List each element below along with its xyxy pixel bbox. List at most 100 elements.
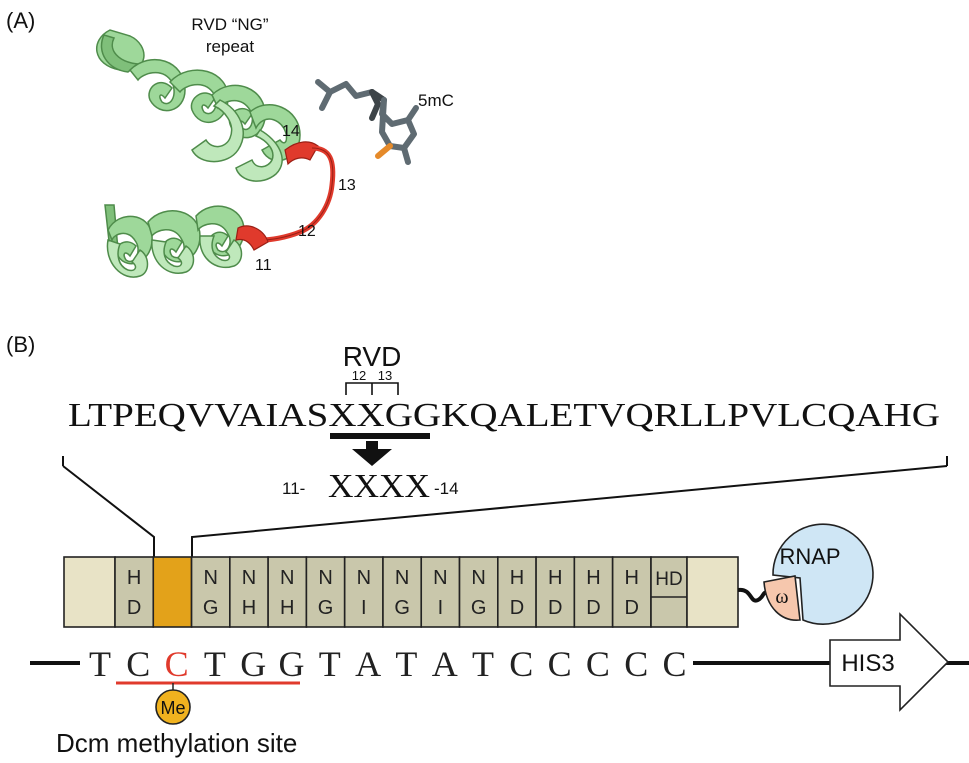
half-repeat-label: HD	[655, 569, 682, 590]
dna-base-methylated: C	[165, 644, 189, 684]
sequence-before: LTPEQVVAIAS	[68, 397, 328, 434]
repeat-column	[305, 556, 346, 628]
rvd-residue-bottom: G	[318, 597, 334, 619]
rvd-residue-top: H	[548, 567, 562, 589]
rvd-residue-bottom: G	[394, 597, 410, 619]
methyl-badge-label: Me	[160, 698, 185, 718]
dna-base: G	[279, 644, 305, 684]
panel-a-label: (A)	[6, 8, 35, 33]
rvd-residue-bottom: H	[280, 597, 294, 619]
dna-base: A	[432, 644, 458, 684]
rvd-loop-end	[235, 225, 269, 251]
dcm-site-label: Dcm methylation site	[56, 728, 297, 758]
repeat-column	[496, 556, 537, 628]
dna-base: C	[624, 644, 648, 684]
repeat-column	[611, 556, 652, 628]
half-repeat	[650, 556, 688, 628]
rvd-position-13: 13	[378, 368, 392, 383]
dna-base: C	[548, 644, 572, 684]
repeat-column	[267, 556, 308, 628]
residue-11-label: 11	[255, 257, 272, 274]
rvd-residue-top: H	[127, 567, 141, 589]
residue-13-label: 13	[338, 177, 356, 194]
ligand-5mc	[315, 79, 419, 165]
rvd-residue-top: N	[357, 567, 371, 589]
omega-subunit	[763, 575, 801, 621]
rvd-residue-bottom: H	[242, 597, 256, 619]
rvd-residue-top: H	[625, 567, 639, 589]
repeat-label-line1: RVD “NG”	[191, 15, 268, 34]
sequence-after: GGKQALETVQRLLPVLCQAHG	[385, 397, 940, 434]
repeat-column	[114, 556, 155, 628]
his3-arrow	[829, 612, 950, 712]
rvd-residue-top: N	[318, 567, 332, 589]
dna-base: C	[509, 644, 533, 684]
repeat-column	[229, 556, 269, 628]
rvd-residue-top: N	[242, 567, 256, 589]
rvd-residue-bottom: I	[438, 597, 444, 619]
rvd-residue-top: N	[203, 567, 217, 589]
repeat-column	[190, 556, 231, 628]
dna-base: C	[126, 644, 150, 684]
rnap-complex: RNAP ω	[763, 523, 874, 625]
dna-base: C	[662, 644, 686, 684]
expanded-left: 11-	[282, 479, 305, 498]
rvd-residue-top: H	[510, 567, 524, 589]
expanded-residues: XXXX	[328, 468, 430, 505]
rvd-residue-bottom: D	[548, 597, 562, 619]
repeat-label-line2: repeat	[206, 37, 254, 56]
repeat-column	[382, 556, 423, 628]
rvd-underline-bar	[330, 433, 430, 439]
methyl-badge	[155, 689, 191, 725]
tale-c-terminus	[686, 556, 739, 628]
rvd-residue-bottom: D	[625, 597, 639, 619]
dna-base: A	[355, 644, 381, 684]
rvd-residue-bottom: D	[586, 597, 600, 619]
rnap-label: RNAP	[779, 544, 840, 569]
repeat-column	[535, 556, 576, 628]
his3-label: HIS3	[841, 650, 894, 677]
dna-base: T	[395, 644, 417, 684]
sequence-rvd: XX	[328, 397, 384, 434]
rvd-residue-top: N	[471, 567, 485, 589]
rvd-residue-bottom: D	[127, 597, 141, 619]
rvd-bracket	[345, 382, 399, 395]
ligand-label: 5mC	[418, 91, 454, 110]
rvd-residue-top: N	[395, 567, 409, 589]
lower-helix	[104, 204, 245, 278]
dna-base: T	[204, 644, 226, 684]
repeat-column	[343, 556, 384, 628]
rvd-residue-bottom: G	[471, 597, 487, 619]
dna-base: C	[586, 644, 610, 684]
rvd-residue-top: N	[433, 567, 447, 589]
dna-base: G	[240, 644, 266, 684]
zoom-line-right	[191, 465, 948, 557]
rvd-residue-bottom: G	[203, 597, 219, 619]
residue-12-label: 12	[298, 223, 316, 240]
zoom-line-left	[62, 465, 155, 557]
rvd-residue-top: N	[280, 567, 294, 589]
upper-helix	[95, 29, 301, 182]
rvd-position-12: 12	[352, 368, 366, 383]
repeat-column-highlight	[152, 556, 193, 628]
down-arrow	[352, 441, 392, 466]
rvd-residue-bottom: I	[361, 597, 367, 619]
dna-base: T	[472, 644, 494, 684]
rnap-linker	[737, 587, 769, 603]
dna-base: T	[319, 644, 341, 684]
rnap-circle	[772, 523, 874, 625]
repeat-column	[458, 556, 499, 628]
rvd-residue-top: H	[586, 567, 600, 589]
rvd-label: RVD	[343, 341, 402, 372]
expanded-right: -14	[434, 479, 459, 498]
panel-b-label: (B)	[6, 332, 35, 357]
residue-14-label: 14	[282, 123, 300, 140]
dna-base: T	[89, 644, 111, 684]
tale-n-terminus	[63, 556, 116, 628]
rvd-residue-bottom: D	[510, 597, 524, 619]
protein-cartoon	[95, 29, 336, 278]
